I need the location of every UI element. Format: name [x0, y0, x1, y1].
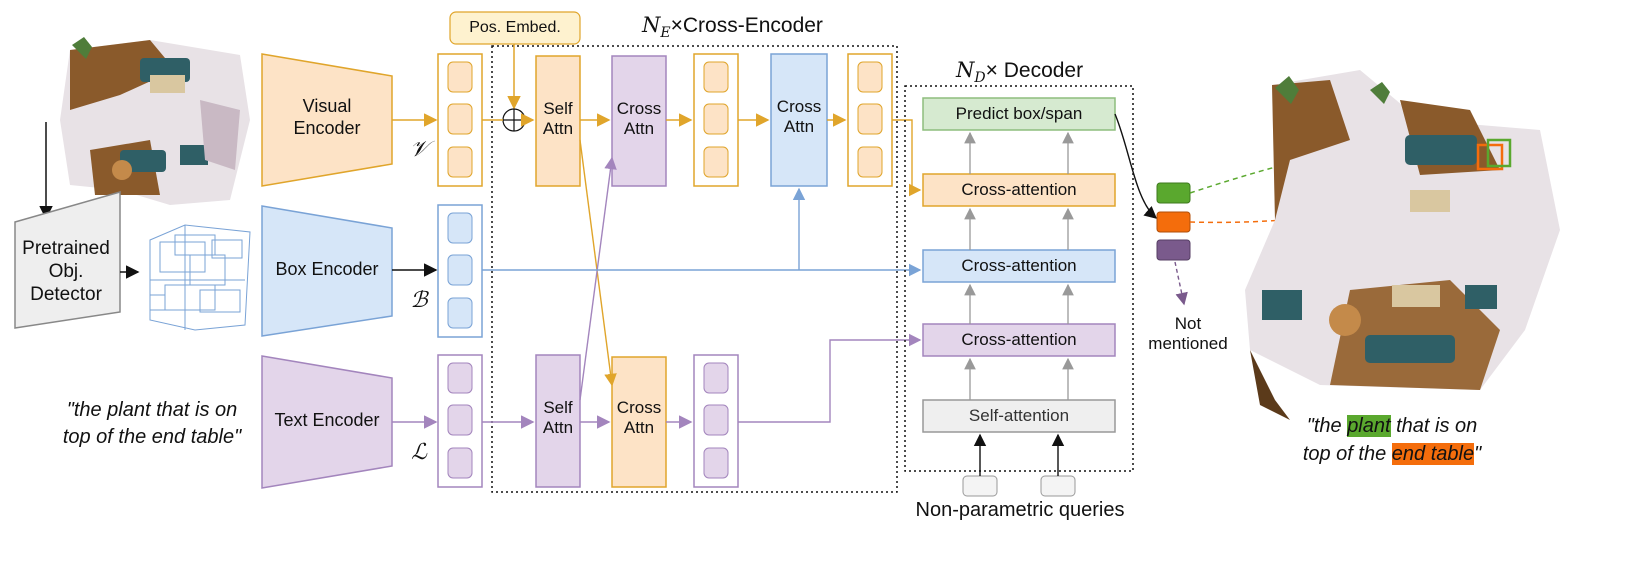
- visual-self-attn-label: Self Attn: [536, 99, 580, 140]
- self-attn-line: Self: [543, 99, 573, 118]
- decoder-cross-attn-text-block: [922, 323, 1116, 357]
- decoder-cross-attn-visual-block: [922, 173, 1116, 207]
- box-cross-attn-label: Cross Attn: [771, 97, 827, 138]
- output-caption-line: "the plant that is on: [1262, 412, 1522, 440]
- title-times: ×: [670, 14, 683, 37]
- self-attn-line: Self: [543, 398, 573, 417]
- visual-encoder-label: Visual Encoder: [262, 96, 392, 139]
- visual-symbol: 𝒱: [409, 137, 429, 162]
- text-encoder-shape: [261, 355, 393, 489]
- box-token-column: [437, 204, 483, 338]
- self-attention-label: Self-attention: [968, 406, 1070, 425]
- title-subscript: D: [974, 70, 986, 87]
- query-token: [962, 475, 998, 497]
- pos-embed-box: [449, 11, 581, 45]
- cross-attention-text-label: Cross-attention: [961, 330, 1077, 349]
- cross-attn-line: Cross: [616, 398, 662, 417]
- title-symbol: N: [642, 13, 661, 37]
- visual-encoder-label-line: Visual: [302, 96, 352, 116]
- title-subscript: E: [660, 25, 671, 42]
- detector-label-line: Detector: [30, 283, 102, 305]
- visual-out-token-column: [847, 53, 893, 187]
- box-symbol: ℬ: [410, 288, 428, 313]
- cross-encoder-title: NE×Cross-Encoder: [642, 13, 882, 42]
- not-mentioned-label: Not mentioned: [1140, 314, 1236, 355]
- predict-block: [922, 97, 1116, 131]
- cross-attn-line: Attn: [623, 418, 655, 438]
- output-scene-image: [1245, 70, 1560, 420]
- decoder-title: ND× Decoder: [956, 58, 1156, 87]
- detector-label-line: Pretrained: [22, 238, 110, 259]
- decoder-flow-arrows: [964, 131, 1074, 400]
- detector-label-line: Obj.: [48, 260, 84, 282]
- caption-text: ": [1474, 443, 1482, 465]
- cross-attn-line: Cross: [616, 99, 662, 118]
- detector-label: Pretrained Obj. Detector: [0, 238, 132, 306]
- title-text: Decoder: [1003, 59, 1084, 82]
- cross-attn-line: Cross: [776, 97, 822, 116]
- visual-token-column: [437, 53, 483, 187]
- predict-label: Predict box/span: [955, 104, 1083, 123]
- text-encoder-label: Text Encoder: [274, 410, 380, 430]
- input-scene-image: [60, 37, 250, 205]
- text-symbol: ℒ: [411, 440, 427, 465]
- predict-to-output-arrow: [1114, 113, 1158, 219]
- not-mentioned-line: mentioned: [1148, 334, 1228, 354]
- caption-text: top of the: [1302, 443, 1392, 465]
- title-times: ×: [985, 59, 998, 82]
- visual-encoder-shape: [261, 53, 393, 187]
- box-cross-attn-block: [770, 53, 828, 187]
- box-encoder-label: Box Encoder: [275, 259, 379, 279]
- cross-attn-line: Attn: [623, 119, 655, 139]
- self-attn-line: Attn: [542, 418, 574, 438]
- caption-endtable-highlight: end table: [1391, 443, 1475, 465]
- visual-cross-attn-text-block: [611, 55, 667, 187]
- text-token-column: [437, 354, 483, 488]
- detected-boxes-image: [149, 224, 251, 331]
- output-token-orange: [1156, 211, 1191, 233]
- text-query: "the plant that is on top of the end tab…: [36, 397, 268, 451]
- cross-attention-box-label: Cross-attention: [961, 256, 1077, 275]
- decoder-frame: [904, 85, 1134, 472]
- visual-mid-token-column: [693, 53, 739, 187]
- upper-cross-attn-label: Cross Attn: [612, 99, 666, 140]
- text-query-line: top of the end table": [62, 426, 242, 448]
- caption-text: "the: [1306, 415, 1348, 437]
- output-caption: "the plant that is on top of the end tab…: [1262, 412, 1522, 468]
- not-mentioned-line: Not: [1174, 314, 1202, 333]
- self-attn-line: Attn: [542, 119, 574, 139]
- caption-plant-highlight: plant: [1347, 415, 1391, 437]
- cross-attn-line: Attn: [783, 117, 815, 137]
- visual-encoder-label-line: Encoder: [293, 117, 361, 138]
- decoder-cross-attn-box-block: [922, 249, 1116, 283]
- output-caption-line: top of the end table": [1262, 440, 1522, 468]
- text-self-attn-block: [535, 354, 581, 488]
- output-token-green: [1156, 182, 1191, 204]
- query-token: [1040, 475, 1076, 497]
- cross-attention-visual-label: Cross-attention: [961, 180, 1077, 199]
- visual-self-attn-block: [535, 55, 581, 187]
- output-token-purple: [1156, 239, 1191, 261]
- lower-cross-attn-label: Cross Attn: [612, 398, 666, 439]
- pos-embed-label: Pos. Embed.: [469, 19, 561, 36]
- pretrained-detector-shape: [14, 191, 121, 329]
- text-mid-token-column: [693, 354, 739, 488]
- text-cross-attn-visual-block: [611, 356, 667, 488]
- title-text: Cross-Encoder: [682, 14, 823, 37]
- queries-label: Non-parametric queries: [915, 499, 1125, 521]
- title-symbol: N: [956, 58, 975, 82]
- text-self-attn-label: Self Attn: [536, 398, 580, 439]
- caption-text: that is on: [1390, 415, 1478, 437]
- text-query-line: "the plant that is on: [66, 399, 238, 421]
- box-encoder-shape: [261, 205, 393, 337]
- decoder-self-attn-block: [922, 399, 1116, 433]
